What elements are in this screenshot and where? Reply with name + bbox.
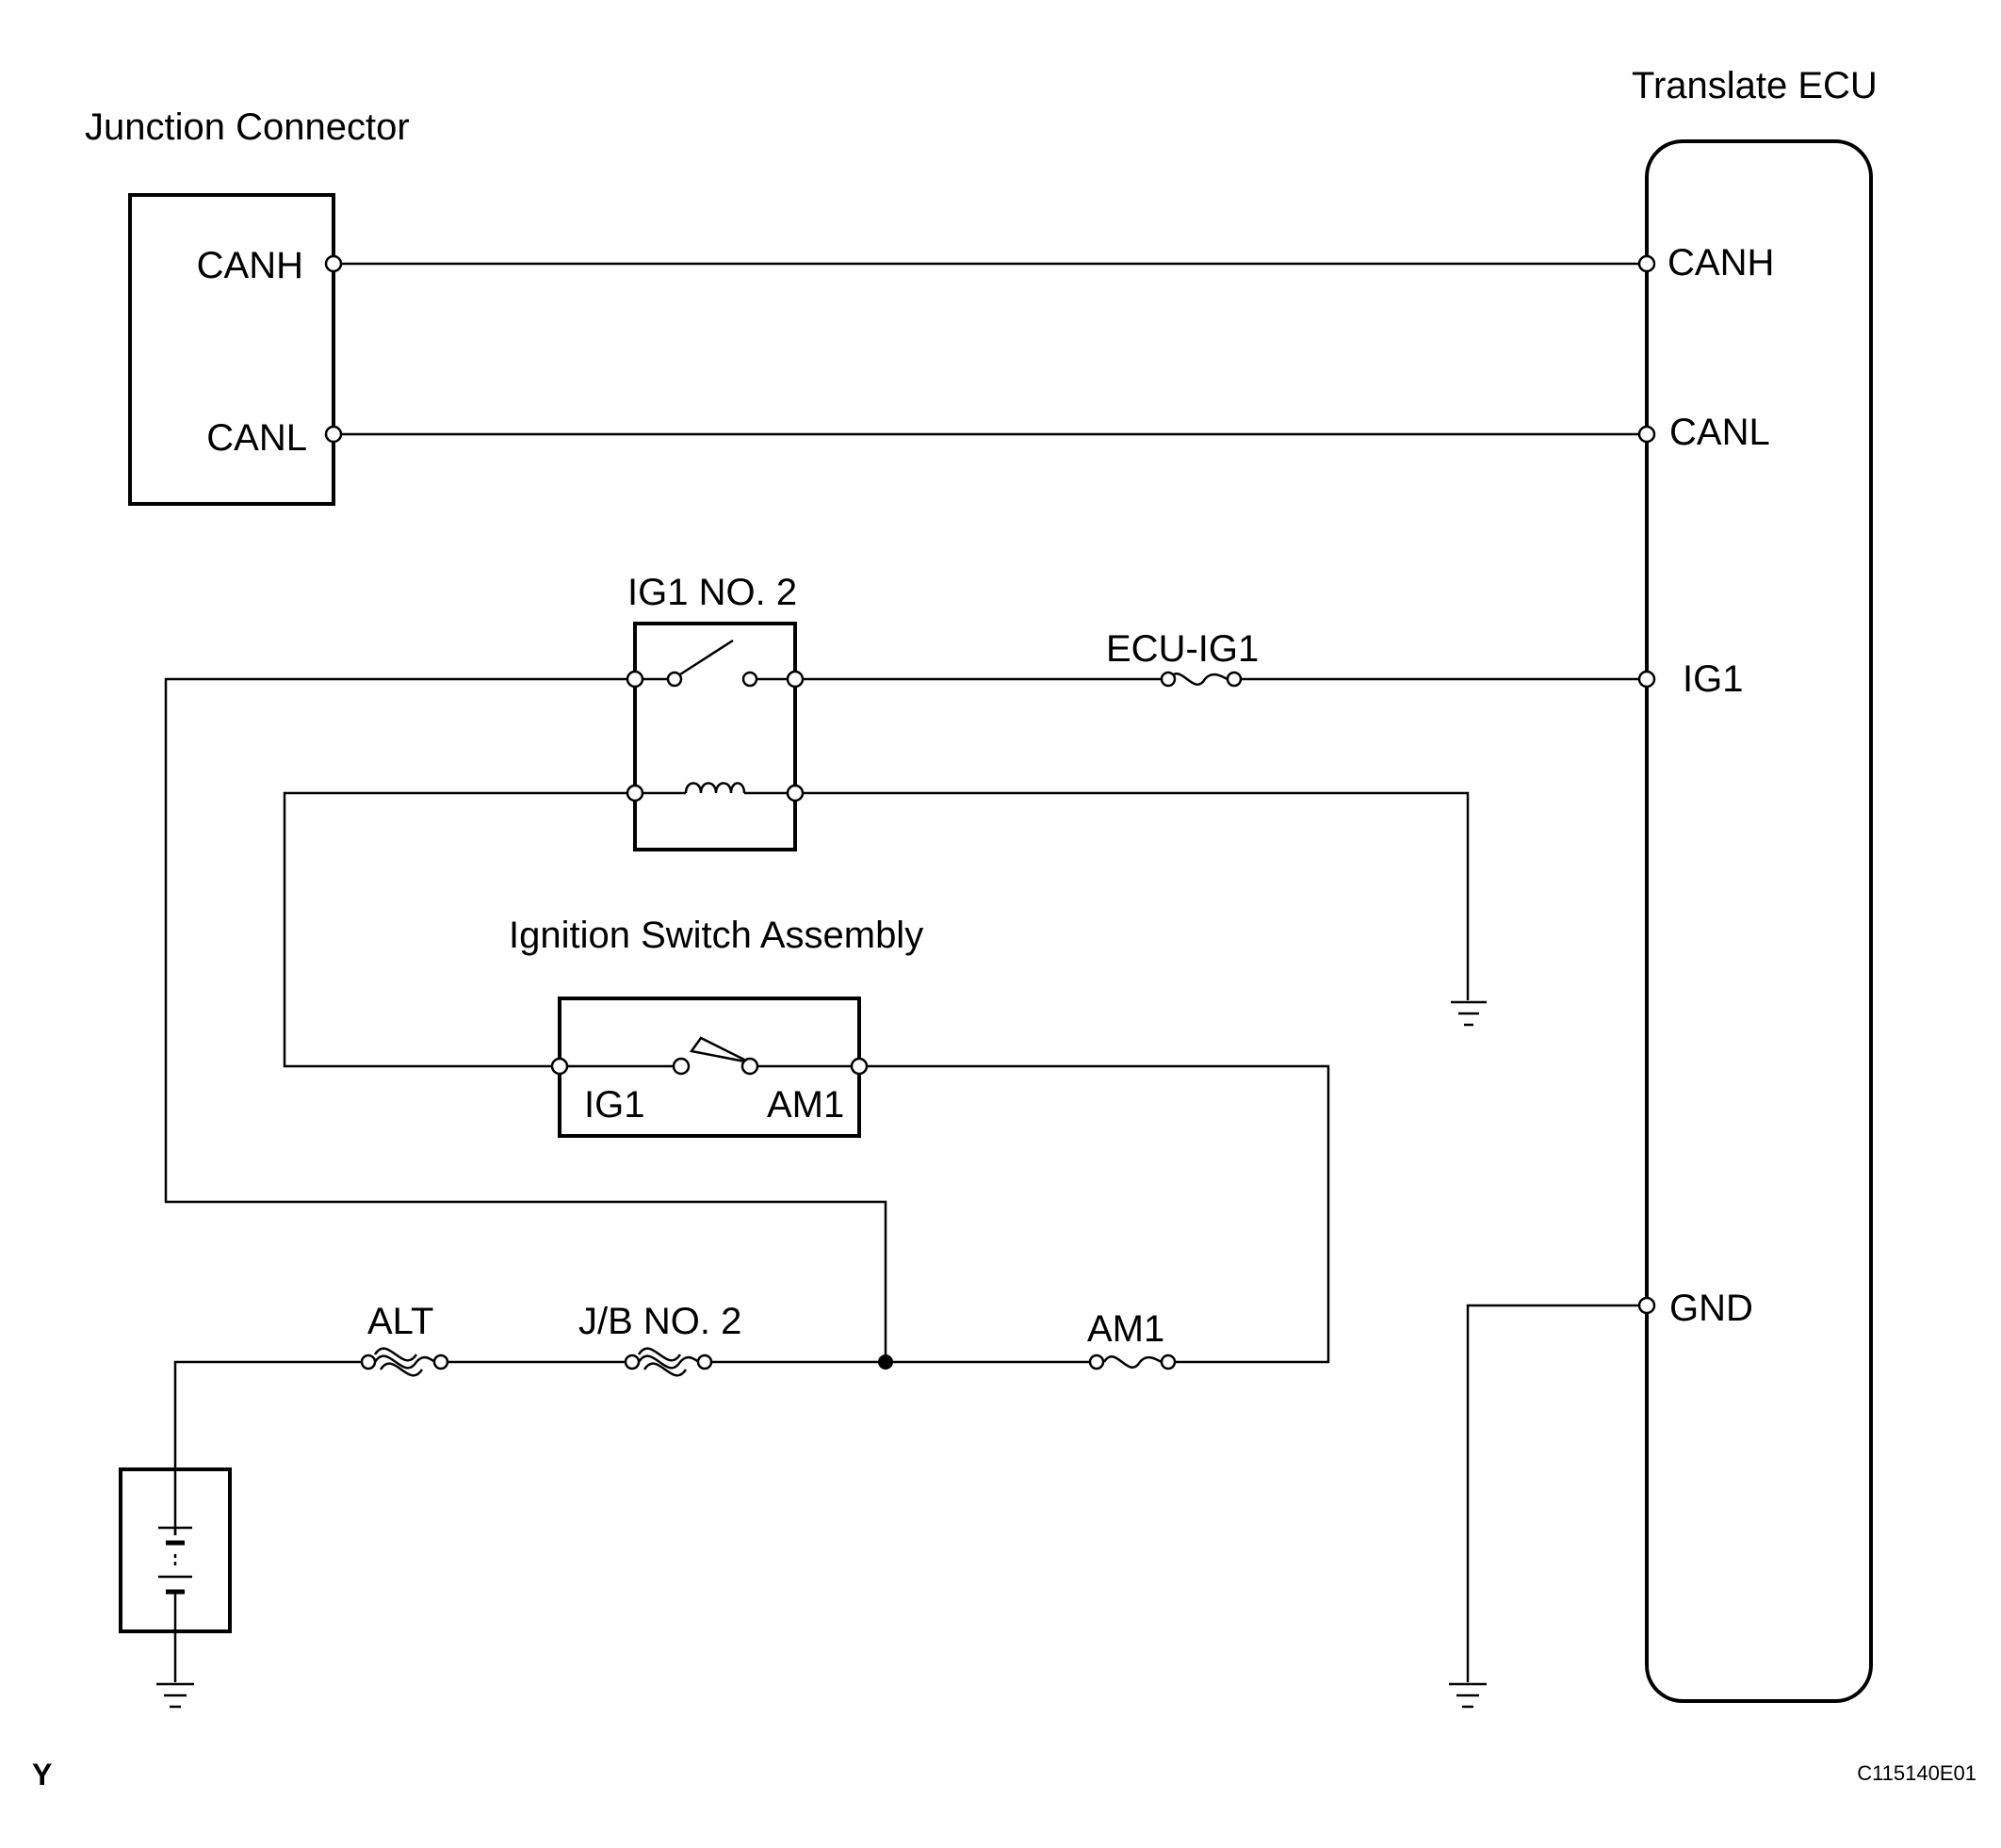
relay-box — [633, 622, 797, 851]
relay-terminal — [626, 670, 644, 689]
junction-dot — [878, 1354, 893, 1370]
relay-label: IG1 NO. 2 — [627, 572, 797, 613]
coil-ground-wire — [795, 791, 1470, 1000]
ground-icon — [156, 1682, 194, 1709]
fuse-alt — [360, 1347, 449, 1377]
switch-terminal — [550, 1057, 569, 1076]
fuse-ecu-ig1 — [1160, 671, 1243, 688]
ecu-gnd-terminal — [1637, 1296, 1656, 1315]
corner-mark-left: Y — [32, 1758, 52, 1791]
switch-am1-wire — [859, 1064, 1330, 1364]
ignition-switch-assembly: Ignition Switch Assembly IG1 AM1 — [509, 915, 923, 1138]
translate-ecu: Translate ECU CANH CANL IG1 GND — [1632, 65, 1878, 1703]
relay-terminal — [786, 670, 805, 689]
ecu-gnd-label: GND — [1669, 1288, 1753, 1329]
fuse-jb-no2 — [624, 1347, 713, 1377]
ecu-ig1-terminal — [1637, 670, 1656, 689]
switch-ig1-label: IG1 — [584, 1084, 644, 1126]
ecu-canh-terminal — [1637, 254, 1656, 273]
junction-connector: Junction Connector CANH CANL — [85, 106, 410, 506]
figure-code: C115140E01 — [1857, 1761, 1977, 1785]
fuse-icon — [637, 1354, 700, 1370]
translate-ecu-box — [1645, 139, 1873, 1703]
jc-canh-label: CANH — [197, 245, 303, 286]
fuse-icon — [1102, 1355, 1163, 1369]
relay-terminal — [626, 784, 644, 802]
translate-ecu-title: Translate ECU — [1632, 65, 1878, 106]
fuse-am1 — [1088, 1354, 1177, 1370]
ground-icon — [1449, 1682, 1487, 1709]
ecu-canl-label: CANL — [1669, 412, 1770, 453]
jc-canl-terminal — [324, 425, 343, 444]
fuse-jb-label: J/B NO. 2 — [578, 1301, 741, 1342]
relay-ig1-no2: IG1 NO. 2 — [627, 572, 797, 851]
ecu-canh-label: CANH — [1668, 242, 1774, 284]
fuse-icon — [1167, 673, 1228, 686]
ecu-gnd-wire — [1466, 1304, 1647, 1682]
switch-ig1-to-coil-wire — [283, 791, 635, 1068]
relay-feed-wire — [164, 677, 887, 1362]
battery-positive-wire — [173, 1360, 362, 1535]
fuse-am1-label: AM1 — [1087, 1308, 1164, 1350]
junction-connector-title: Junction Connector — [85, 106, 410, 148]
ecu-ig1-label: IG1 — [1683, 658, 1743, 700]
jc-canh-terminal — [324, 254, 343, 273]
relay-contact-arm — [679, 639, 734, 676]
ignition-key-icon — [689, 1036, 751, 1064]
relay-coil-icon — [684, 782, 746, 794]
switch-terminal — [850, 1057, 869, 1076]
relay-terminal — [786, 784, 805, 802]
ground-icon — [1451, 1000, 1487, 1027]
jc-canl-label: CANL — [206, 417, 307, 459]
fuse-ecu-ig1-label: ECU-IG1 — [1106, 628, 1259, 670]
junction-connector-box — [128, 193, 335, 506]
switch-am1-label: AM1 — [767, 1084, 844, 1126]
fuse-alt-label: ALT — [367, 1301, 433, 1342]
ecu-canl-terminal — [1637, 425, 1656, 444]
fuse-icon — [373, 1354, 436, 1370]
ignition-switch-label: Ignition Switch Assembly — [509, 915, 923, 956]
